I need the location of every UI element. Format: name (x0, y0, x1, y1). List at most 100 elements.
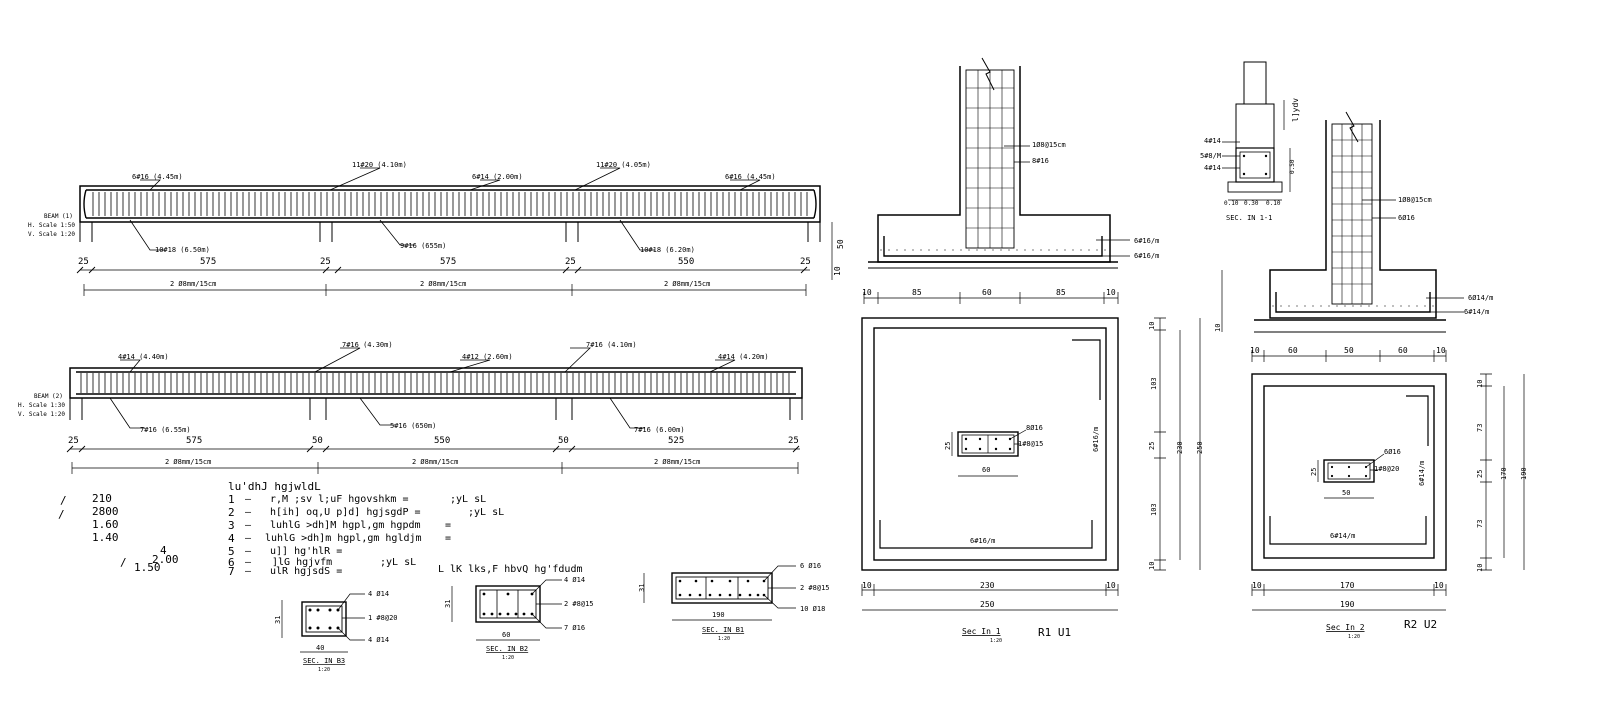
f2-mesh-bottom: 6#14/m (1464, 308, 1489, 316)
note-num: 1 (228, 493, 235, 506)
note-value: 1.60 (92, 518, 119, 531)
beam1-height: 50 (836, 239, 845, 249)
b3-stirrup: 1 #8@20 (368, 614, 398, 622)
beam1-vscale: V. Scale 1:20 (28, 231, 75, 238)
note-text: luhlG >dh]M hgpl,gm hgpdm (270, 520, 421, 531)
f2-bottom-dim: 10 (1434, 581, 1444, 590)
f2-side-dim: 73 (1476, 520, 1484, 528)
f2-plan-mesh-bottom: 6#14/m (1330, 532, 1355, 540)
f2-elev-dim: 50 (1344, 346, 1354, 355)
beam2-bottom-label: 5#16 (650m) (390, 422, 436, 430)
note-unit: L lK lks,F hbvQ hg'fdudm (438, 564, 583, 575)
f2-caption: Sec In 2 (1326, 623, 1365, 632)
beam2-stirrup: 2 Ø8mm/15cm (165, 458, 211, 466)
beam1-dim: 575 (200, 257, 216, 267)
beam-1: 6#16 (4.45m) 11#20 (4.10m) 6#14 (2.00m) … (28, 161, 845, 296)
s11-label: 4#14 (1204, 137, 1221, 145)
beam1-stirrup: 2 Ø8mm/15cm (170, 280, 216, 288)
note-num: 4 (228, 532, 235, 545)
f2-elev-dim: 10 (1250, 346, 1260, 355)
f1-plan-mesh-side: 6#16/m (1092, 427, 1100, 452)
beam-2-outline (69, 367, 803, 399)
notes-title: lu'dhJ hgjwldL (228, 480, 321, 493)
f1-col-stirrup: 1Ø8@15cm (1032, 141, 1066, 149)
beam2-dim: 50 (558, 436, 569, 446)
f2-side-dim: 10 (1476, 380, 1484, 388)
f1-plan-col-stirrup: 1#8@15 (1018, 440, 1043, 448)
beam1-title: BEAM (1) (44, 213, 73, 220)
f1-plan-col-w: 60 (982, 466, 990, 474)
f2-bottom-dim: 10 (1252, 581, 1262, 590)
note-value: 1.40 (92, 531, 119, 544)
f1-side-dim: 25 (1148, 442, 1156, 450)
beam2-stirrup: 2 Ø8mm/15cm (654, 458, 700, 466)
note-num: 5 (228, 545, 235, 558)
f1-elev-dim: 60 (982, 288, 992, 297)
note-dash: – (245, 557, 252, 568)
beam1-stirrup: 2 Ø8mm/15cm (420, 280, 466, 288)
beam2-stirrup: 2 Ø8mm/15cm (412, 458, 458, 466)
note-text: r,M ;sv l;uF hgovshkm = (270, 494, 408, 505)
note-unit: ;yL sL (468, 507, 504, 518)
note-text: ulR hgjsdS = (270, 566, 342, 577)
note-value: 210 (92, 492, 112, 505)
b1-top: 6 Ø16 (800, 562, 821, 570)
b2-bottom: 7 Ø16 (564, 624, 585, 632)
f1-plan-col-bars: 8Ø16 (1026, 424, 1043, 432)
b2-height: 31 (444, 600, 452, 608)
section-b2: 4 Ø14 2 #8@15 7 Ø16 31 60 SEC. IN B2 1:2… (444, 576, 594, 661)
section-b1: 6 Ø16 2 #8@15 10 Ø18 31 190 SEC. IN B1 1… (638, 562, 830, 642)
beam2-top-label: 4#14 (4.40m) (118, 353, 169, 361)
beam2-dim: 25 (68, 436, 79, 446)
b2-caption: SEC. IN B2 (486, 645, 528, 653)
note-num: 3 (228, 519, 235, 532)
note-slash: / (58, 508, 65, 521)
note-unit: ;yL sL (380, 557, 416, 568)
beam2-dim: 50 (312, 436, 323, 446)
f1-plan-col-h: 25 (944, 442, 952, 450)
b2-stirrup: 2 #8@15 (564, 600, 594, 608)
note-unit: ;yL sL (450, 494, 486, 505)
s11-label: 5#8/M (1200, 152, 1221, 160)
beam2-top-label: 7#16 (4.10m) (586, 341, 637, 349)
beam2-top-label: 7#16 (4.30m) (342, 341, 393, 349)
beam1-hscale: H. Scale 1:50 (28, 222, 75, 229)
f2-bottom-outer: 190 (1340, 600, 1355, 609)
b2-top: 4 Ø14 (564, 576, 585, 584)
beam1-top-label: 6#16 (4.45m) (725, 173, 776, 181)
s11-height: 0.50 (1289, 159, 1296, 174)
f2-plan-col-stirrup: 1#8@20 (1374, 465, 1399, 473)
beam1-top-label: 6#16 (4.45m) (132, 173, 183, 181)
beam2-top-label: 4#14 (4.20m) (718, 353, 769, 361)
beam1-dim: 550 (678, 257, 694, 267)
note-num: 2 (228, 506, 235, 519)
beam-1-outline (79, 185, 821, 223)
note-unit: = (445, 520, 451, 531)
f1-side-outer: 250 (1196, 441, 1204, 454)
f1-bottom-dim: 10 (1106, 581, 1116, 590)
section-b3: 4 Ø14 1 #8@20 4 Ø14 31 40 SEC. IN B3 1:2… (274, 590, 398, 673)
b1-height: 31 (638, 584, 646, 592)
beam1-dim: 575 (440, 257, 456, 267)
f2-elev-dim: 10 (1436, 346, 1446, 355)
f2-elev-dim: 60 (1398, 346, 1408, 355)
f1-side-dim: 103 (1150, 377, 1158, 390)
note-value: 1.50 (134, 561, 161, 574)
f1-scale: 1:20 (990, 638, 1002, 644)
f2-name: R2 U2 (1404, 618, 1437, 631)
beam2-dim: 550 (434, 436, 450, 446)
b2-width: 60 (502, 631, 510, 639)
f1-elev-dim: 85 (912, 288, 922, 297)
s11-label: 4#14 (1204, 164, 1221, 172)
note-dash: – (245, 566, 252, 577)
beam1-bottom-label: 10#18 (6.50m) (155, 246, 210, 254)
f1-side-dim: 103 (1150, 503, 1158, 516)
f1-bottom-outer: 250 (980, 600, 995, 609)
b3-top: 4 Ø14 (368, 590, 389, 598)
beam-2: 4#14 (4.40m) 7#16 (4.30m) 4#12 (2.60m) 7… (18, 341, 803, 474)
notes: lu'dhJ hgjwldL 1 2 3 4 5 6 7 – – – – – –… (58, 480, 583, 578)
s11-dim: 0.10 (1224, 200, 1239, 207)
f2-side-dim: 10 (1476, 564, 1484, 572)
f1-mesh-bottom: 6#16/m (1134, 252, 1159, 260)
